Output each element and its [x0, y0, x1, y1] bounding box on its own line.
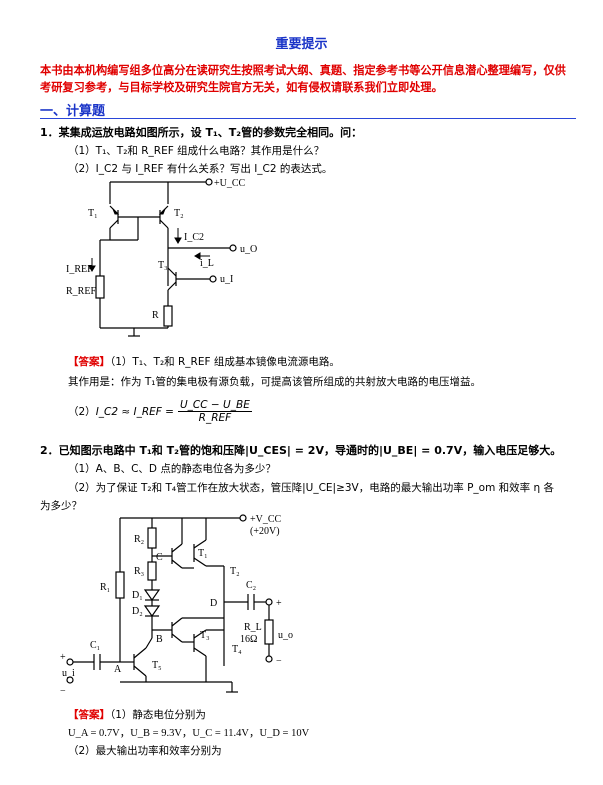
q2-t3-label: T₃	[200, 630, 210, 641]
q2-vcc-value: (+20V)	[250, 526, 280, 537]
q1-rref-label: R_REF	[66, 286, 96, 297]
q2-t2-label: T₂	[230, 566, 240, 577]
q1-answer-text-1: （1）T₁、T₂和 R_REF 组成基本镜像电流源电路。	[110, 356, 340, 368]
q1-answer-2: 其作用是：作为 T₁管的集电极有源负载，可提高该管所组成的共射放大电路的电压增益…	[68, 376, 481, 388]
q1-formula-lhs: I_C2 ≈ I_REF =	[95, 405, 174, 418]
section-title: 一、计算题	[40, 104, 106, 119]
q1-answer-label: 【答案】	[68, 356, 110, 368]
q2-r3-label: R₃	[134, 566, 144, 577]
q2-answer-text-1: （1）静态电位分别为	[110, 709, 206, 721]
q1-formula-denominator: R_REF	[198, 412, 232, 424]
q2-d-node: D	[210, 598, 217, 609]
q2-a-node: A	[114, 664, 122, 675]
q1-formula: （2） I_C2 ≈ I_REF = U_CC − U_BE R_REF	[68, 399, 252, 424]
q2-answer-2: （2）最大输出功率和效率分别为	[68, 745, 222, 757]
q2-t5-label: T₅	[152, 660, 162, 671]
q2-plus-in: +	[60, 652, 66, 663]
q2-sub2: （2）为了保证 T₂和 T₄管工作在放大状态，管压降|U_CE|≥3V，电路的最…	[68, 482, 554, 494]
q1-ic2-label: I_C2	[184, 232, 204, 243]
q1-formula-fraction: U_CC − U_BE R_REF	[177, 399, 252, 424]
q2-answer-label: 【答案】	[68, 709, 110, 721]
q2-sub1: （1）A、B、C、D 点的静态电位各为多少？	[68, 463, 276, 475]
q2-c2-label: C₂	[246, 580, 256, 591]
q2-b-node: B	[156, 634, 163, 645]
q2-rl-label: R_L	[244, 622, 262, 633]
copyright-notice: 本书由本机构编写组多位高分在读研究生按照考试大纲、真题、指定参考书等公开信息潜心…	[40, 64, 566, 94]
q2-stem: 2．已知图示电路中 T₁和 T₂管的饱和压降|U_CES| = 2V，导通时的|…	[40, 444, 562, 457]
q2-rl-value: 16Ω	[240, 634, 257, 645]
q2-d2-label: D₂	[132, 606, 143, 617]
q1-sub2: （2）I_C2 与 I_REF 有什么关系？写出 I_C2 的表达式。	[68, 163, 333, 175]
q2-d1-label: D₁	[132, 590, 143, 601]
q1-uo-label: u_O	[240, 244, 257, 255]
q2-ui-label: u_i	[62, 668, 75, 679]
q1-formula-numerator: U_CC − U_BE	[177, 399, 252, 412]
q1-vcc-label: +U_CC	[214, 178, 246, 189]
q2-t1-label: T₁	[198, 548, 208, 559]
q2-circuit-diagram: +V_CC (+20V) R₂ R₃ R₁ C D₁ D₂ T₁ T₂ C₂ D…	[60, 514, 293, 697]
q2-plus-out: +	[276, 598, 282, 609]
q1-ui-label: u_I	[220, 274, 233, 285]
q2-c-node: C	[156, 552, 163, 563]
q1-t2-label: T₂	[174, 208, 184, 219]
section-divider	[40, 118, 576, 119]
q1-iref-label: I_REF	[66, 264, 93, 275]
q1-stem: 1．某集成运放电路如图所示，设 T₁、T₂管的参数完全相同。问：	[40, 126, 363, 139]
page-title: 重要提示	[275, 37, 328, 52]
q2-answer-values: U_A = 0.7V，U_B = 9.3V，U_C = 11.4V，U_D = …	[68, 728, 310, 739]
q2-uo-label: u_o	[278, 630, 293, 641]
q2-vcc-label: +V_CC	[250, 514, 282, 525]
q2-r2-label: R₂	[134, 534, 144, 545]
q2-r1-label: R₁	[100, 582, 110, 593]
q2-minus-out: −	[276, 656, 282, 667]
q1-answer-1: 【答案】（1）T₁、T₂和 R_REF 组成基本镜像电流源电路。	[68, 354, 340, 369]
q1-circuit-diagram: +U_CC T₁ T₂ I_C2 u_O i_L T₃ u_I I_REF R_…	[66, 178, 257, 337]
q1-sub1: （1）T₁、T₂和 R_REF 组成什么电路？其作用是什么？	[68, 145, 325, 157]
q1-t3-label: T₃	[158, 260, 168, 271]
q2-c1-label: C₁	[90, 640, 100, 651]
q1-r-label: R	[152, 310, 159, 321]
q2-minus-in: −	[60, 686, 66, 697]
q1-il-label: i_L	[200, 258, 214, 269]
q2-sub2-cont: 为多少？	[40, 500, 82, 512]
q2-t4-label: T₄	[232, 644, 242, 655]
q2-answer-1: 【答案】（1）静态电位分别为	[68, 707, 206, 722]
q1-formula-prefix: （2）	[68, 406, 96, 418]
q1-t1-label: T₁	[88, 208, 98, 219]
